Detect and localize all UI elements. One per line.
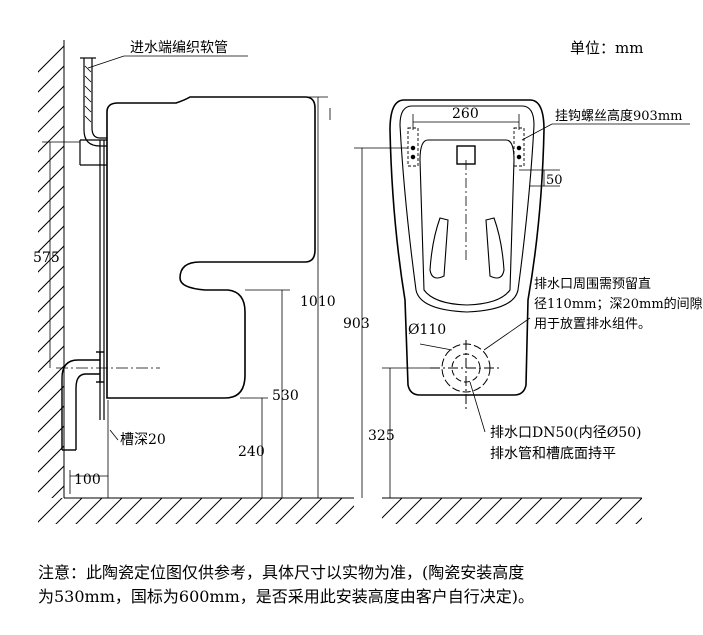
drain-reserve-note-line1: 排水口周围需预留直 (534, 277, 651, 292)
hook-screw-height-label: 挂钩螺丝高度903mm (555, 108, 682, 124)
drain-reserve-note-line2: 径110mm；深20mm的间隙, (534, 296, 703, 312)
drain-outlet-label-line2: 排水管和槽底面持平 (490, 446, 616, 462)
dimension-110: Ø110 (408, 322, 446, 338)
drain-pipe (61, 351, 104, 451)
dimension-575: 575 (33, 250, 60, 266)
dimension-100: 100 (74, 472, 101, 488)
wall-hatch (38, 40, 65, 498)
dimension-903: 903 (343, 316, 370, 332)
side-dimension-lines (42, 96, 328, 498)
urinal-side-body (106, 96, 316, 399)
front-drain-symbol (430, 340, 502, 410)
dimension-325: 325 (368, 428, 395, 444)
footnote: 注意：此陶瓷定位图仅供参考，具体尺寸以实物为准，(陶瓷安装高度 为530mm，国… (38, 561, 678, 609)
inlet-hose-leader (87, 55, 248, 69)
dimension-1010: 1010 (300, 294, 336, 310)
footnote-line1: 注意：此陶瓷定位图仅供参考，具体尺寸以实物为准，(陶瓷安装高度 (38, 563, 525, 582)
wall-plate (79, 139, 107, 420)
front-dimension-lines (354, 114, 560, 498)
dimension-260: 260 (452, 106, 479, 122)
inlet-hose-label: 进水端编织软管 (130, 40, 228, 56)
footnote-line2: 为530mm，国标为600mm，是否采用此安装高度由客户自行决定)。 (38, 587, 535, 606)
floor-hatch (38, 497, 642, 524)
dimension-50: 50 (546, 173, 563, 188)
unit-label: 单位：mm (570, 39, 643, 57)
side-centerline (56, 108, 331, 369)
urinal-front-body (389, 99, 545, 396)
dimension-240: 240 (238, 444, 265, 460)
drain-reserve-note-line3: 用于放置排水组件。 (534, 317, 651, 332)
inlet-hose (80, 57, 107, 147)
front-leaders (469, 123, 690, 433)
front-inner-basin (419, 139, 515, 306)
drain-outlet-label-line1: 排水口DN50(内径Ø50) (490, 425, 642, 441)
groove-depth-label: 槽深20 (120, 432, 166, 448)
dimension-530: 530 (272, 388, 299, 404)
